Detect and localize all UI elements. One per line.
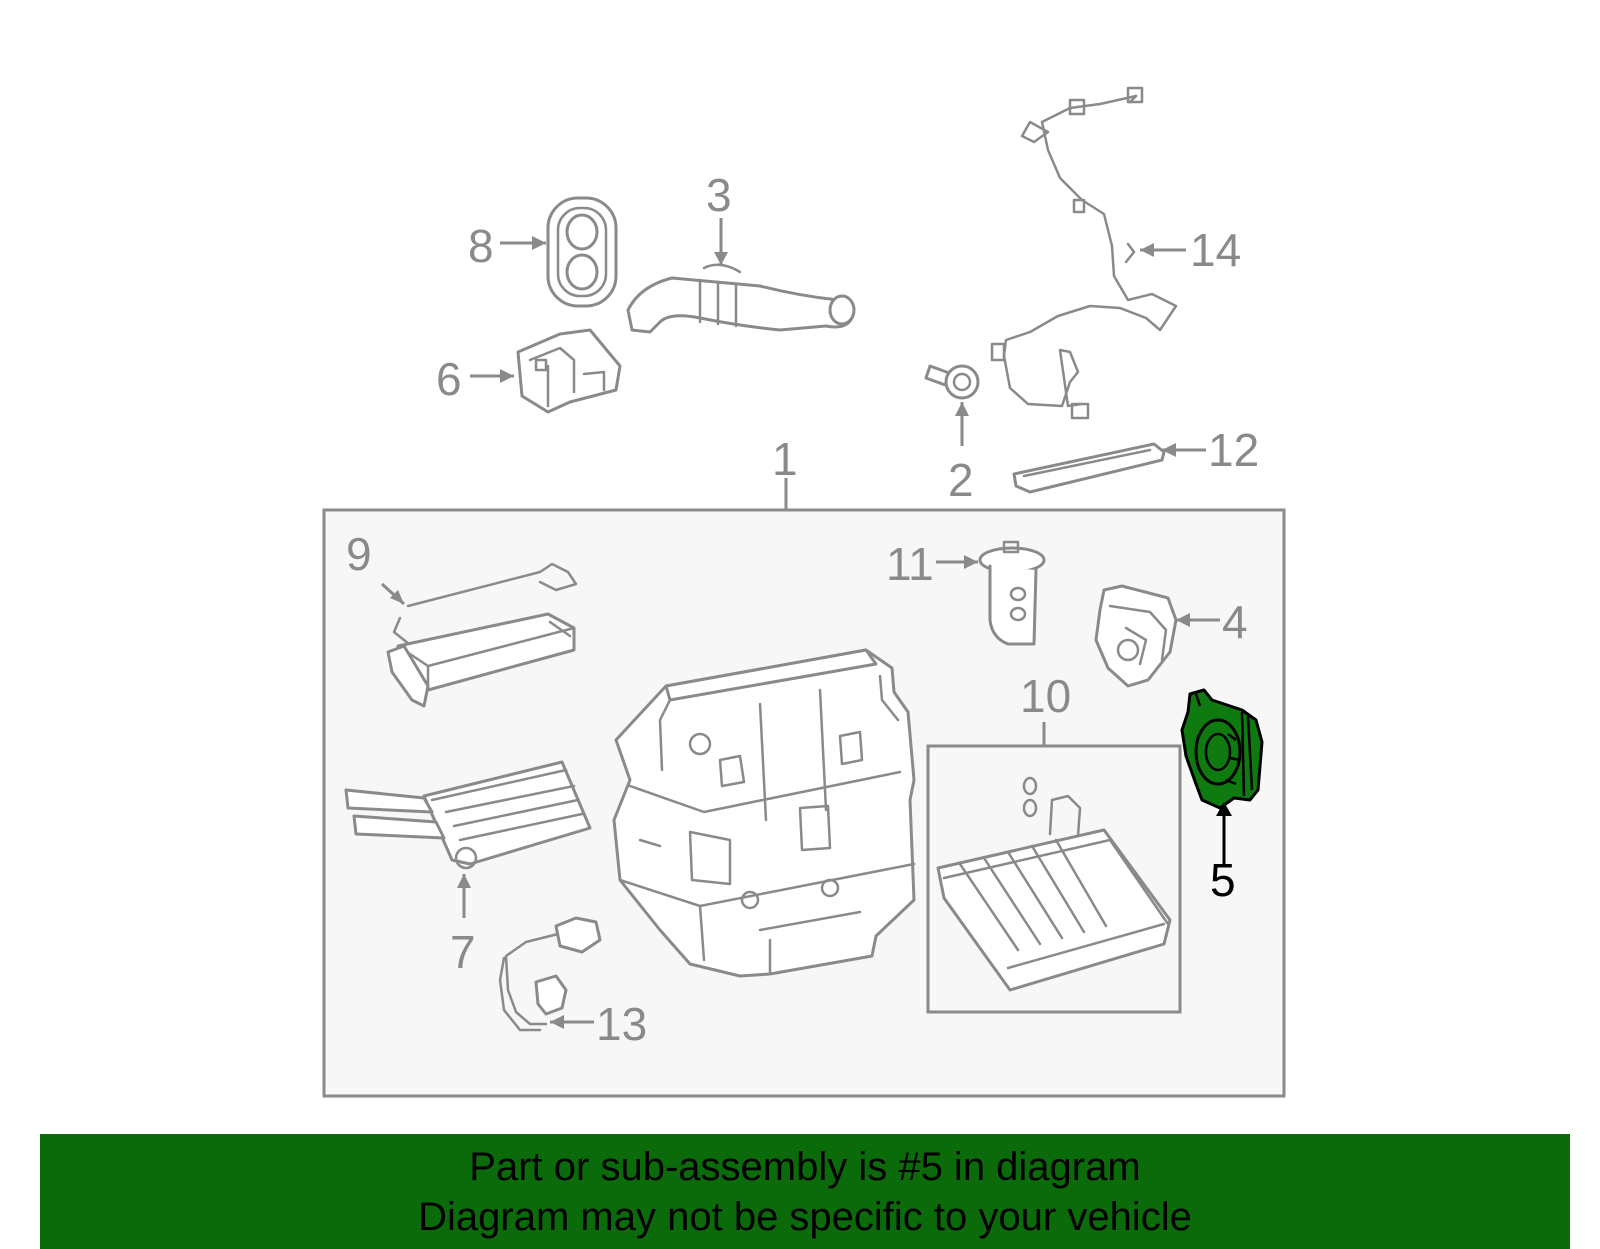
callout-14: 14 — [1190, 224, 1241, 276]
callout-6: 6 — [436, 353, 462, 405]
arrowhead-5 — [1216, 802, 1232, 816]
callout-11: 11 — [886, 538, 934, 590]
part-8-grommet — [546, 196, 618, 308]
callout-7: 7 — [450, 926, 476, 978]
callout-13: 13 — [596, 998, 647, 1050]
part-6-bracket — [516, 328, 622, 414]
part-13-sensor — [498, 916, 602, 1032]
part-7-heater-core — [344, 760, 592, 870]
info-banner: Part or sub-assembly is #5 in diagram Di… — [40, 1134, 1570, 1249]
callout-9: 9 — [346, 528, 372, 580]
part-11-expansion-valve — [978, 540, 1046, 646]
banner-line-2: Diagram may not be specific to your vehi… — [418, 1195, 1192, 1239]
callout-8: 8 — [468, 220, 494, 272]
banner-line-1: Part or sub-assembly is #5 in diagram — [469, 1145, 1141, 1189]
callout-2: 2 — [948, 454, 974, 506]
callout-4: 4 — [1222, 596, 1248, 648]
callout-12: 12 — [1208, 424, 1259, 476]
callout-1: 1 — [772, 433, 798, 485]
part-4-actuator — [1094, 584, 1178, 688]
part-3-hose — [626, 263, 856, 334]
part-5-actuator-highlighted — [1180, 688, 1264, 810]
callout-5: 5 — [1210, 854, 1236, 906]
part-10-evaporator — [936, 776, 1172, 992]
part-14-wire-harness — [990, 86, 1178, 420]
arrowheads — [390, 236, 1190, 1029]
part-9-heater-core-assembly — [386, 562, 578, 708]
callout-3: 3 — [706, 169, 732, 221]
part-12-filter — [1012, 442, 1166, 494]
hvac-housing — [612, 648, 916, 978]
part-2-screw — [924, 364, 980, 400]
callout-10: 10 — [1020, 670, 1071, 722]
